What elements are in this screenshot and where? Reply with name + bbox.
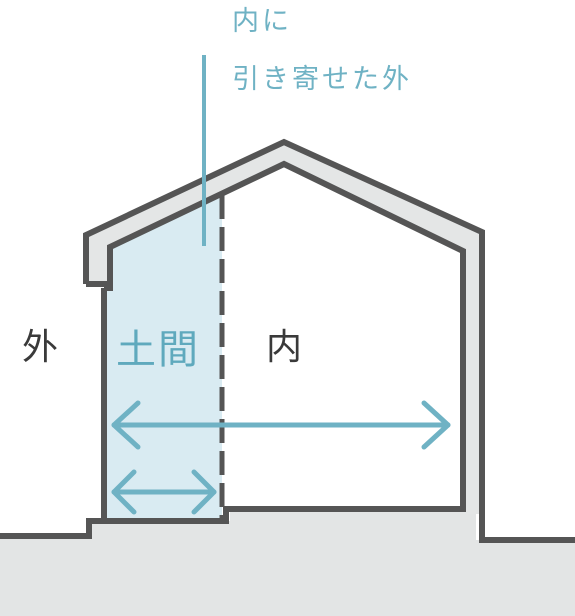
total-width-arrow	[111, 400, 451, 450]
ground-edge-left	[0, 518, 104, 539]
doma-label: 土間	[116, 327, 200, 373]
doma-width-arrow	[111, 469, 217, 515]
annotation-line-1: 内に	[232, 6, 292, 37]
ground	[0, 512, 575, 616]
inner-outline	[104, 160, 466, 512]
annotation-line-2: 引き寄せた外	[232, 64, 412, 95]
inside-label: 内	[266, 327, 303, 368]
outer-outline	[83, 138, 575, 543]
floor-step	[222, 506, 232, 524]
outside-label: 外	[22, 327, 59, 368]
doma-zone	[104, 197, 222, 520]
